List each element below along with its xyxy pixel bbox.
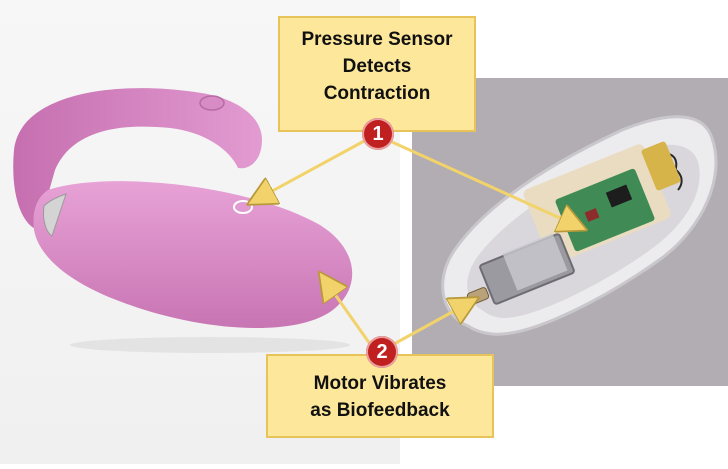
arrow-sensor-right: [391, 140, 582, 228]
pressure-sensor-marker: [233, 200, 253, 214]
microchip: [605, 184, 633, 208]
yellow-battery: [641, 141, 681, 191]
arrow-motor-left: [322, 276, 372, 345]
motor-vibration-callout: Motor Vibrates as Biofeedback: [266, 354, 494, 438]
device-silver-hinge: [43, 193, 67, 237]
tape-strip: [502, 233, 568, 291]
pressure-sensor-callout: Pressure Sensor Detects Contraction: [278, 16, 476, 132]
arrow-sensor-left: [252, 138, 367, 202]
callout-bottom-line-1: Motor Vibrates: [313, 373, 447, 394]
device-upper-arm: [13, 88, 263, 231]
callout-bottom-line-2: as Biofeedback: [310, 400, 450, 421]
device-lower-body: [33, 181, 353, 329]
callout-top-line-2: Detects: [342, 56, 412, 77]
arrow-motor-right: [393, 300, 474, 346]
step-badge-1: 1: [362, 118, 394, 150]
device-shadow: [70, 337, 350, 353]
callout-top-line-1: Pressure Sensor: [301, 29, 453, 50]
step-badge-2: 2: [366, 336, 398, 368]
pink-device-illustration: [13, 88, 353, 353]
callout-top-line-3: Contraction: [323, 83, 431, 104]
device-button: [199, 95, 225, 111]
